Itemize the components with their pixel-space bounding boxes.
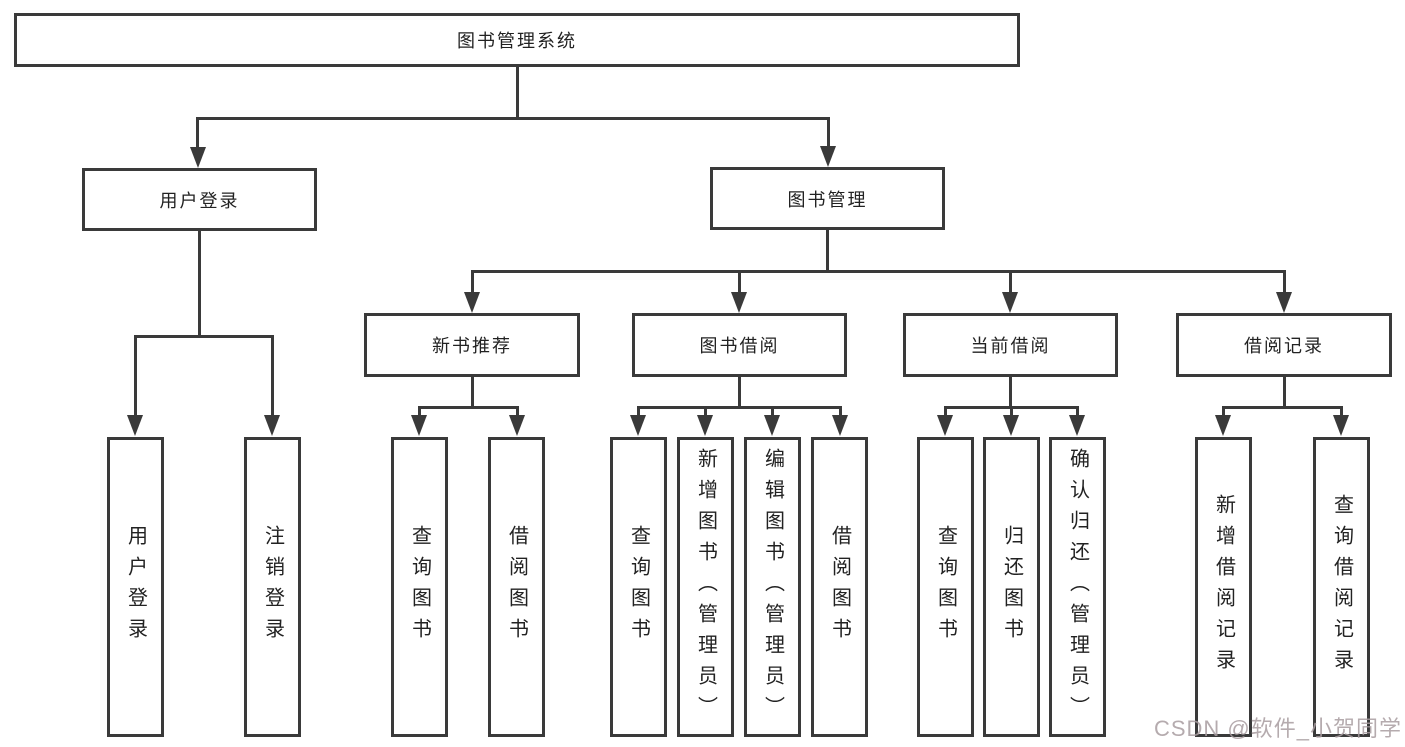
connector-line [637, 406, 842, 409]
connector-line [827, 117, 830, 150]
arrow-down-icon [937, 415, 953, 436]
leaf-query-book-borrowing-label: 查询图书 [627, 525, 650, 649]
connector-line [516, 64, 519, 120]
leaf-query-book-recommend: 查询图书 [391, 437, 448, 737]
connector-line [944, 406, 947, 418]
arrow-down-icon [1215, 415, 1231, 436]
connector-line [418, 406, 421, 418]
arrow-down-icon [820, 146, 836, 167]
node-new-book-recommend: 新书推荐 [364, 313, 580, 377]
connector-line [134, 335, 137, 417]
leaf-return-book: 归还图书 [983, 437, 1040, 737]
node-user-login-label: 用户登录 [159, 190, 240, 211]
leaf-add-book-admin: 新增图书（管理员） [677, 437, 734, 737]
leaf-edit-book-admin-label: 编辑图书（管理员） [761, 447, 784, 727]
node-root-label: 图书管理系统 [457, 31, 577, 51]
node-current-borrowing: 当前借阅 [903, 313, 1118, 377]
leaf-confirm-return-admin-label: 确认归还（管理员） [1066, 447, 1089, 727]
connector-line [1222, 406, 1225, 418]
arrow-down-icon [190, 147, 206, 168]
connector-line [1340, 406, 1343, 418]
node-new-book-recommend-label: 新书推荐 [432, 336, 512, 356]
node-user-login: 用户登录 [82, 168, 317, 231]
leaf-query-book-current: 查询图书 [917, 437, 974, 737]
connector-line [196, 117, 830, 120]
leaf-add-book-admin-label: 新增图书（管理员） [694, 447, 717, 727]
leaf-return-book-label: 归还图书 [1000, 525, 1023, 649]
arrow-down-icon [509, 415, 525, 436]
arrow-down-icon [1069, 415, 1085, 436]
connector-line [196, 117, 199, 150]
connector-line [738, 377, 741, 409]
node-borrow-records-label: 借阅记录 [1244, 336, 1324, 356]
leaf-borrow-book: 借阅图书 [811, 437, 868, 737]
connector-line [738, 270, 741, 294]
leaf-borrow-book-recommend: 借阅图书 [488, 437, 545, 737]
node-borrow-records: 借阅记录 [1176, 313, 1392, 377]
node-root: 图书管理系统 [14, 13, 1020, 67]
leaf-edit-book-admin: 编辑图书（管理员） [744, 437, 801, 737]
connector-line [1076, 406, 1079, 418]
arrow-down-icon [1002, 292, 1018, 313]
node-current-borrowing-label: 当前借阅 [970, 336, 1051, 356]
leaf-query-borrow-record-label: 查询借阅记录 [1330, 494, 1353, 680]
arrow-down-icon [1003, 415, 1019, 436]
leaf-user-login: 用户登录 [107, 437, 164, 737]
connector-line [1283, 270, 1286, 294]
leaf-query-borrow-record: 查询借阅记录 [1313, 437, 1370, 737]
leaf-add-borrow-record-label: 新增借阅记录 [1212, 494, 1235, 680]
node-book-borrowing-label: 图书借阅 [699, 336, 780, 356]
connector-line [1009, 270, 1012, 294]
leaf-logout-label: 注销登录 [261, 525, 284, 649]
connector-line [637, 406, 640, 418]
arrow-down-icon [630, 415, 646, 436]
arrow-down-icon [832, 415, 848, 436]
connector-line [1283, 377, 1286, 409]
connector-line [826, 230, 829, 272]
connector-line [134, 335, 274, 338]
connector-line [839, 406, 842, 418]
arrow-down-icon [731, 292, 747, 313]
connector-line [1222, 406, 1343, 409]
csdn-watermark: CSDN @软件_小贺同学 [1153, 716, 1402, 741]
arrow-down-icon [1333, 415, 1349, 436]
connector-line [704, 406, 707, 418]
arrow-down-icon [264, 415, 280, 436]
arrow-down-icon [764, 415, 780, 436]
arrow-down-icon [697, 415, 713, 436]
node-book-management: 图书管理 [710, 167, 945, 230]
leaf-borrow-book-recommend-label: 借阅图书 [505, 525, 528, 649]
connector-line [198, 231, 201, 338]
connector-line [471, 377, 474, 409]
connector-line [1010, 406, 1013, 418]
leaf-borrow-book-label: 借阅图书 [828, 525, 851, 649]
leaf-query-book-current-label: 查询图书 [934, 525, 957, 649]
node-book-management-label: 图书管理 [787, 189, 868, 210]
leaf-query-book-recommend-label: 查询图书 [408, 525, 431, 649]
connector-line [471, 270, 1286, 273]
arrow-down-icon [127, 415, 143, 436]
connector-line [771, 406, 774, 418]
leaf-logout: 注销登录 [244, 437, 301, 737]
connector-line [516, 406, 519, 418]
arrow-down-icon [1276, 292, 1292, 313]
connector-line [271, 335, 274, 417]
leaf-add-borrow-record: 新增借阅记录 [1195, 437, 1252, 737]
arrow-down-icon [411, 415, 427, 436]
connector-line [1009, 377, 1012, 409]
connector-line [471, 270, 474, 294]
connector-line [418, 406, 519, 409]
leaf-query-book-borrowing: 查询图书 [610, 437, 667, 737]
leaf-user-login-label: 用户登录 [124, 525, 147, 649]
leaf-confirm-return-admin: 确认归还（管理员） [1049, 437, 1106, 737]
node-book-borrowing: 图书借阅 [632, 313, 847, 377]
arrow-down-icon [464, 292, 480, 313]
